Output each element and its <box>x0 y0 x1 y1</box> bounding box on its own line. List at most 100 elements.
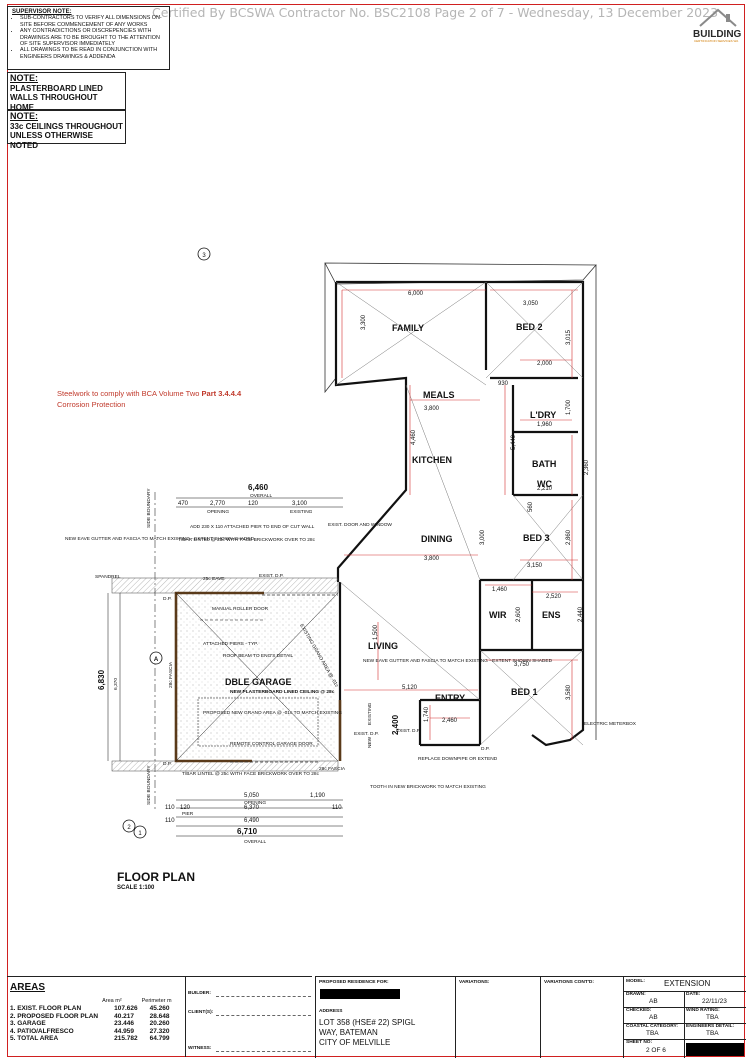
svg-text:OPENING: OPENING <box>207 509 229 515</box>
areas-row-perimeter: 64.799 <box>149 1035 170 1043</box>
svg-text:REPLACE DOWNPIPE OR EXTEND: REPLACE DOWNPIPE OR EXTEND <box>418 756 498 762</box>
room-entry: ENTRY <box>435 693 465 703</box>
svg-text:3,750: 3,750 <box>514 662 530 668</box>
steelwork-line2: Corrosion Protection <box>57 400 126 409</box>
date-value: 22/11/23 <box>702 998 727 1005</box>
areas-row-area: 107.626 <box>114 1005 138 1013</box>
svg-text:2,440: 2,440 <box>578 606 584 622</box>
areas-row: 3. GARAGE 23.446 20.260 <box>8 1020 174 1027</box>
address-line: LOT 358 (HSE# 22) SPIGL <box>319 1018 416 1027</box>
variations-panel: VARIATIONS: <box>455 976 541 1058</box>
wind-value: TBA <box>706 1014 719 1021</box>
witness-signature-line[interactable] <box>216 1051 311 1052</box>
svg-text:1,190: 1,190 <box>310 793 326 799</box>
svg-text:6,000: 6,000 <box>408 291 424 297</box>
svg-text:D.P.: D.P. <box>163 761 172 767</box>
svg-text:470: 470 <box>178 501 189 507</box>
titleblock-panel: MODEL: EXTENSION DRAWN: AB DATE: 22/11/2… <box>623 976 746 1058</box>
garage-walls <box>174 591 342 763</box>
room-laundry: L'DRY <box>530 410 556 420</box>
svg-text:28c FASCIA: 28c FASCIA <box>168 661 174 688</box>
variations-contd-label: VARIATIONS CONT'D: <box>544 980 594 985</box>
annotation-notes: NEW EAVE GUTTER AND FASCIA TO MATCH EXIS… <box>65 488 637 805</box>
svg-text:560: 560 <box>528 501 534 512</box>
svg-text:110: 110 <box>165 818 175 824</box>
svg-text:NEW EAVE GUTTER AND FASCIA TO: NEW EAVE GUTTER AND FASCIA TO MATCH EXIS… <box>363 658 553 664</box>
section-marker-3: 3 <box>197 247 211 261</box>
drawn-value: AB <box>649 998 658 1005</box>
svg-text:3: 3 <box>202 253 206 259</box>
areas-row-area: 44.959 <box>114 1027 135 1035</box>
svg-text:D.P.: D.P. <box>481 746 490 752</box>
engineers-label: ENGINEERS DETAIL: <box>686 1024 735 1029</box>
svg-text:EXIST. D.P.: EXIST. D.P. <box>354 731 379 737</box>
date-label: DATE: <box>686 992 701 997</box>
svg-text:3,800: 3,800 <box>424 406 440 412</box>
client-label: CLIENT(S): <box>188 1010 214 1015</box>
svg-text:5,120: 5,120 <box>402 685 418 691</box>
areas-row-name: 2. PROPOSED FLOOR PLAN <box>10 1012 99 1020</box>
supervisor-note: SUPERVISOR NOTE: SUB-CONTRACTORS TO VERI… <box>7 6 170 70</box>
coastal-value: TBA <box>646 1030 659 1037</box>
svg-text:REMOTE CONTROL GARAGE DOOR: REMOTE CONTROL GARAGE DOOR <box>230 741 313 747</box>
areas-row-name: 5. TOTAL AREA <box>10 1035 59 1043</box>
section-marker-a: A <box>149 651 163 665</box>
drawing-frame <box>7 4 745 1057</box>
svg-text:A: A <box>154 657 159 663</box>
svg-text:2,400: 2,400 <box>391 714 400 735</box>
wind-label: WIND RATING: <box>686 1008 720 1013</box>
svg-text:ROOF BEAM TO ENG'S DETAIL: ROOF BEAM TO ENG'S DETAIL <box>223 653 294 659</box>
builder-label: BUILDER: <box>188 991 211 996</box>
note-text: 33c CEILINGS THROUGHOUT UNLESS OTHERWISE… <box>10 121 123 150</box>
existing-walls <box>334 280 585 747</box>
redacted-owner-name <box>320 989 400 999</box>
areas-row: 4. PATIO/ALFRESCO 44.959 27.320 <box>8 1028 174 1035</box>
svg-text:110: 110 <box>165 805 175 811</box>
drawn-cell: DRAWN: AB <box>624 991 685 1008</box>
svg-text:2,520: 2,520 <box>546 594 562 600</box>
svg-text:T/BAR LINTEL @ 23c WITH FACE B: T/BAR LINTEL @ 23c WITH FACE BRICKWORK O… <box>178 537 316 543</box>
svg-text:ELECTRIC METERBOX: ELECTRIC METERBOX <box>584 721 637 727</box>
svg-text:6,830: 6,830 <box>97 669 106 690</box>
room-bed-3: BED 3 <box>523 533 550 543</box>
room-ens: ENS <box>542 610 561 620</box>
areas-row: 1. EXIST. FLOOR PLAN 107.626 45.260 <box>8 1005 174 1012</box>
room-dining: DINING <box>421 534 453 544</box>
garage-ceiling-note: NEW PLASTERBOARD LINED CEILING @ 28c <box>230 689 335 695</box>
supervisor-note-heading: SUPERVISOR NOTE: <box>12 9 72 15</box>
areas-col-perimeter: Perimeter m <box>141 998 172 1004</box>
room-wc: WC <box>537 479 552 489</box>
svg-text:2,600: 2,600 <box>516 606 522 622</box>
svg-text:EXIST. D.P.: EXIST. D.P. <box>396 728 421 734</box>
model-value: EXTENSION <box>664 979 711 988</box>
room-kitchen: KITCHEN <box>412 455 452 465</box>
svg-text:3,100: 3,100 <box>292 501 308 507</box>
areas-row-name: 4. PATIO/ALFRESCO <box>10 1027 74 1035</box>
svg-text:EXISTING: EXISTING <box>290 509 313 515</box>
areas-col-area: Area m² <box>102 998 122 1004</box>
svg-text:NEW: NEW <box>367 736 373 748</box>
svg-text:3,015: 3,015 <box>566 329 572 345</box>
supervisor-note-item: SUB-CONTRACTORS TO VERIFY ALL DIMENSIONS… <box>20 15 165 28</box>
areas-panel <box>7 976 312 1057</box>
coastal-label: COASTAL CATEGORY: <box>626 1024 678 1029</box>
note-ceilings: NOTE: 33c CEILINGS THROUGHOUT UNLESS OTH… <box>7 110 126 150</box>
svg-text:2,360: 2,360 <box>584 459 590 475</box>
svg-text:SIDE BOUNDARY: SIDE BOUNDARY <box>146 488 152 528</box>
sheet-label: SHEET NO: <box>626 1040 653 1045</box>
areas-row: 5. TOTAL AREA 215.782 64.799 <box>8 1035 174 1042</box>
client-signature-line[interactable] <box>216 1015 311 1016</box>
svg-text:1,460: 1,460 <box>492 587 508 593</box>
svg-text:28c FASCIA: 28c FASCIA <box>319 766 346 772</box>
areas-table: Area m² Perimeter m 1. EXIST. FLOOR PLAN… <box>8 998 174 1042</box>
sheet-cell: SHEET NO: 2 OF 6 <box>624 1039 685 1058</box>
builder-signature-line[interactable] <box>216 996 311 997</box>
svg-text:2,460: 2,460 <box>442 718 458 724</box>
witness-label: WITNESS: <box>188 1046 212 1051</box>
redacted-job-number <box>686 1043 744 1056</box>
svg-text:1,700: 1,700 <box>566 399 572 415</box>
room-living: LIVING <box>368 641 398 651</box>
room-bed-2: BED 2 <box>516 322 543 332</box>
note-walls: NOTE: PLASTERBOARD LINED WALLS THROUGHOU… <box>7 72 126 112</box>
areas-row-perimeter: 45.260 <box>149 1005 170 1013</box>
